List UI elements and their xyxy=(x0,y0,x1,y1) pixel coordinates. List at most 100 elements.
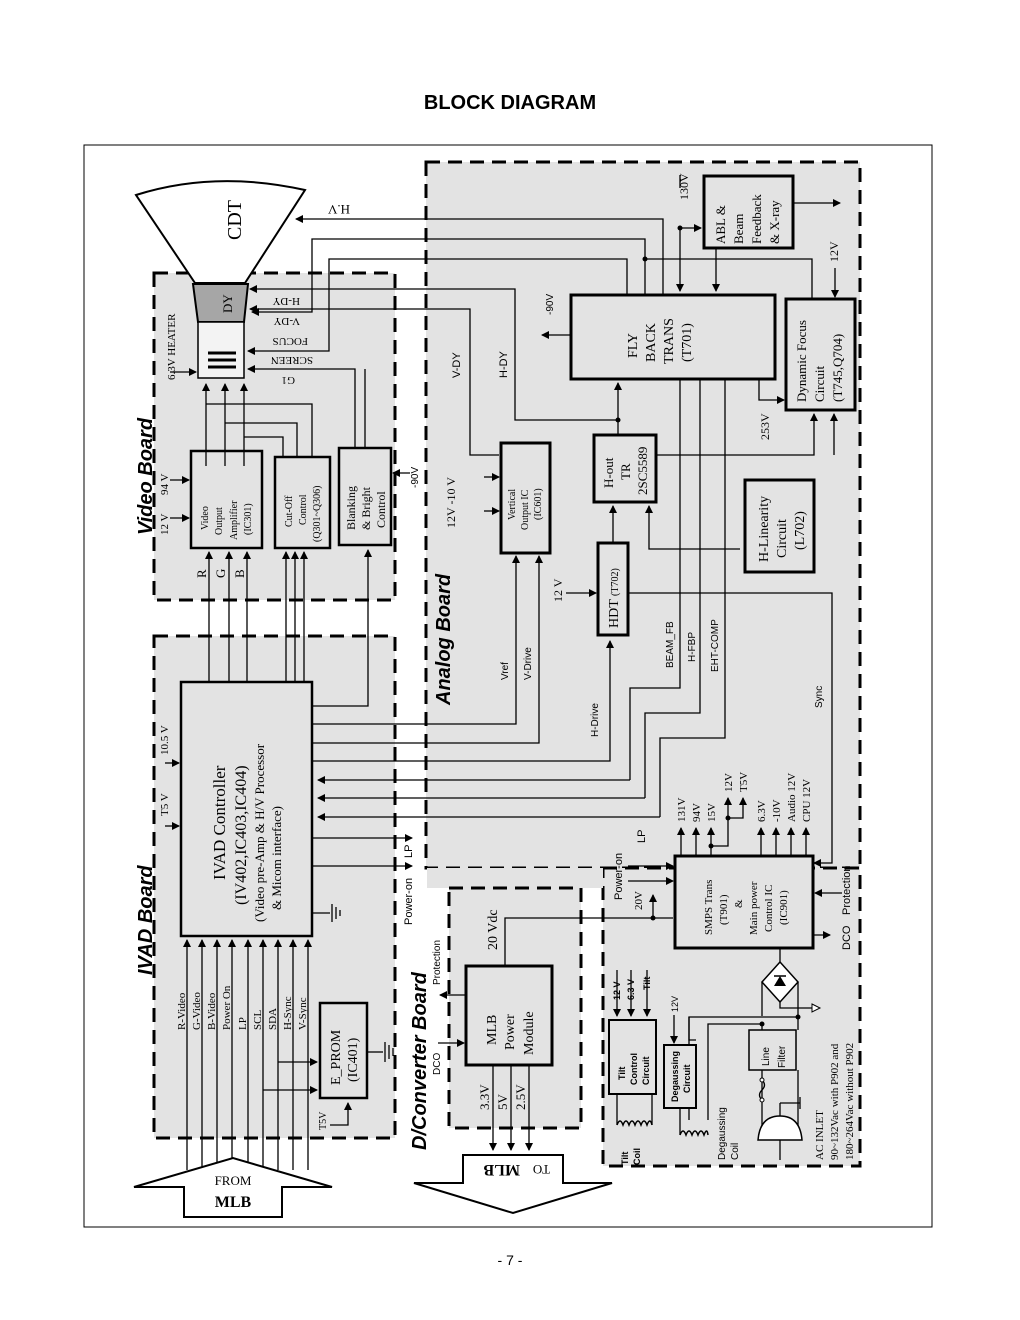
svg-text:180~264Vac without P902: 180~264Vac without P902 xyxy=(844,1043,856,1160)
analog-hdy: H-DY xyxy=(498,350,510,378)
to-mlb-label: MLB xyxy=(483,1161,520,1178)
dconv-20vdc: 20 Vdc xyxy=(486,909,501,950)
svg-text:TR: TR xyxy=(618,463,633,480)
svg-text:Control IC: Control IC xyxy=(763,885,775,932)
mlb-signal-wires xyxy=(183,939,383,1170)
svg-text:B-Video: B-Video xyxy=(206,992,218,1030)
tilt-input-labels: 12 V 6.3 V Tilt xyxy=(612,977,652,1000)
svg-text:Blanking: Blanking xyxy=(344,486,358,530)
cdt-wires xyxy=(170,215,430,450)
dconverter-board-label: D/Converter Board xyxy=(409,971,431,1150)
analog-vdy: V-DY xyxy=(451,352,463,378)
svg-text:T5V: T5V xyxy=(738,772,750,792)
hdt-label: HDT xyxy=(607,599,622,628)
h-linearity-text: H-Linearity Circuit (L702) xyxy=(757,496,808,562)
analog-253v: 253V xyxy=(758,413,772,440)
from-mlb-arrow xyxy=(133,1156,333,1218)
analog-m90v: -90V xyxy=(545,294,556,315)
vertical-output-ic-block xyxy=(499,441,552,555)
eprom-t5v: T5V xyxy=(318,1111,329,1130)
svg-text:Cut-Off: Cut-Off xyxy=(284,495,295,527)
page-title: BLOCK DIAGRAM xyxy=(423,92,597,114)
svg-text:15V: 15V xyxy=(706,803,718,822)
svg-text:AC INLET: AC INLET xyxy=(814,1110,826,1160)
video-amp-text: Video Output Amplifier (IC301) xyxy=(200,500,254,540)
svg-text:(T701): (T701) xyxy=(680,323,695,362)
svg-text:CPU 12V: CPU 12V xyxy=(801,779,813,822)
svg-text:6.3V: 6.3V xyxy=(756,800,768,822)
from-label: FROM xyxy=(215,1173,252,1188)
ivad-controller-block xyxy=(179,680,314,938)
svg-text:& X-ray: & X-ray xyxy=(767,200,782,244)
degaussing-circuit-text: Degaussing Circuit xyxy=(670,1051,692,1102)
smps-output-labels: 131V 94V 15V 12V T5V 6.3V -10V Audio 12V… xyxy=(676,772,813,822)
smps-wires xyxy=(504,797,842,1020)
svg-text:SMPS Trans: SMPS Trans xyxy=(703,880,715,935)
junction-dot xyxy=(708,843,714,849)
svg-text:(L702): (L702) xyxy=(793,511,808,550)
svg-text:& Bright: & Bright xyxy=(359,486,373,530)
ground-icon xyxy=(331,904,341,922)
b-label: B xyxy=(232,569,247,578)
svg-text:(Q301~Q306): (Q301~Q306) xyxy=(312,485,323,542)
smps-protection: Protection xyxy=(841,865,853,915)
degauss-wires xyxy=(679,1017,696,1135)
focus-label: FOCUS xyxy=(273,335,308,347)
svg-text:Degaussing: Degaussing xyxy=(717,1107,728,1160)
to-label: TO xyxy=(533,1162,550,1177)
svg-text:R-Video: R-Video xyxy=(176,992,188,1030)
ac-plug-icon xyxy=(757,1097,803,1160)
svg-text:Circuit: Circuit xyxy=(812,366,827,402)
dconv-protection: Protection xyxy=(432,940,443,985)
beam-fb-label: BEAM_FB xyxy=(665,621,676,668)
vout-text: Vertical Output IC (IC601) xyxy=(507,488,544,530)
svg-text:Filter: Filter xyxy=(777,1045,788,1068)
ivad-controller-text: IVAD Controller (IV402,IC403,IC404) (Vid… xyxy=(210,743,284,922)
svg-text:Main power: Main power xyxy=(748,881,760,935)
output-triangle-icon xyxy=(811,1003,822,1013)
junction-dot xyxy=(725,815,731,821)
flyback-text: FLY BACK TRANS (T701) xyxy=(626,318,695,364)
vout-supply: 12V -10 V xyxy=(444,477,458,528)
svg-text:(IC901): (IC901) xyxy=(778,890,790,925)
svg-text:(IC601): (IC601) xyxy=(533,488,544,520)
svg-text:H-out: H-out xyxy=(601,457,616,488)
fuse-icon xyxy=(758,1077,766,1103)
h-linearity-block xyxy=(743,478,816,574)
ivad-power-on: Power-on xyxy=(403,878,415,925)
svg-text:IVAD Controller: IVAD Controller xyxy=(210,765,229,880)
outer-frame xyxy=(83,144,933,1228)
mlb-power-module-block xyxy=(464,964,554,1067)
svg-text:SDA: SDA xyxy=(267,1008,279,1030)
svg-text:Power On: Power On xyxy=(221,985,233,1030)
svg-text:Video: Video xyxy=(200,506,211,530)
svg-text:Tilt: Tilt xyxy=(642,977,652,990)
smps-power-on: Power-on xyxy=(613,853,625,900)
dconv-output-labels: 3.3V 5V 2.5V xyxy=(477,1084,528,1110)
svg-text:Control: Control xyxy=(374,491,388,528)
svg-text:MLB: MLB xyxy=(485,1015,500,1045)
svg-text:Output: Output xyxy=(214,507,225,535)
svg-text:6.3 V: 6.3 V xyxy=(626,979,636,1000)
smps-20v: 20V xyxy=(633,891,645,910)
flyback-trans-block xyxy=(569,293,777,381)
junction-dot xyxy=(677,225,683,231)
svg-text:Control: Control xyxy=(298,494,309,525)
mlb-power-module-text: MLB Power Module xyxy=(485,1011,537,1055)
tilt-coil-icon xyxy=(616,1120,653,1128)
hfbp-label: H-FBP xyxy=(687,632,698,662)
svg-text:G-Video: G-Video xyxy=(191,992,203,1030)
page-number: - 7 - xyxy=(497,1252,523,1268)
svg-text:Tilt: Tilt xyxy=(617,1067,627,1080)
svg-text:Dynamic Focus: Dynamic Focus xyxy=(794,320,809,402)
svg-text:(Video pre-Amp & H/V Processor: (Video pre-Amp & H/V Processor xyxy=(252,743,267,922)
svg-text:FLY: FLY xyxy=(626,333,641,358)
dconv-dco: DCO xyxy=(432,1053,443,1075)
svg-text:H-Sync: H-Sync xyxy=(282,996,294,1030)
svg-text:12 V: 12 V xyxy=(612,981,622,1000)
tilt-coil-label: Tilt Coil xyxy=(620,1148,642,1165)
analog-wires xyxy=(430,175,841,867)
smps-lp: LP xyxy=(636,830,648,843)
hout-tr-block xyxy=(592,433,658,504)
